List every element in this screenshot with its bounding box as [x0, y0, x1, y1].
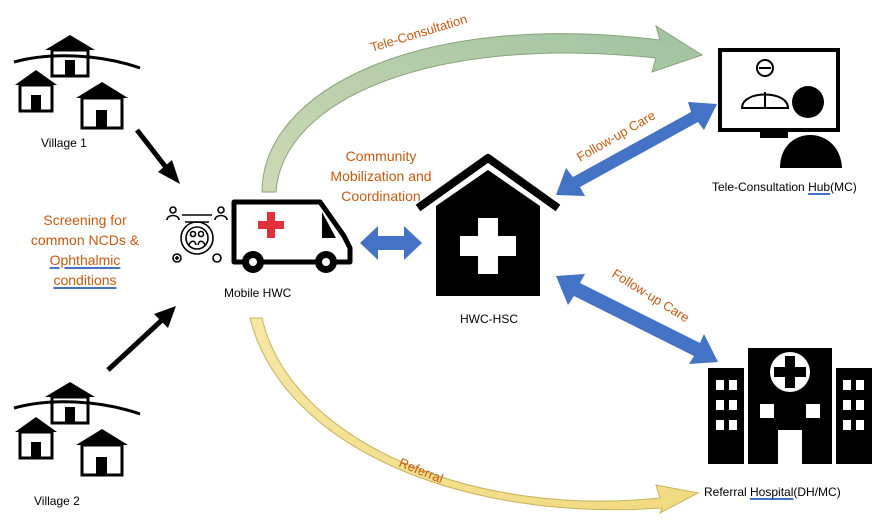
referral-hospital-suffix: (DH/MC) — [793, 485, 841, 499]
hsc-to-tele-arrow — [556, 102, 717, 196]
village2-label: Village 2 — [34, 494, 80, 508]
hospital-icon — [708, 348, 872, 464]
village2-huts-icon — [13, 382, 141, 477]
village1-label: Village 1 — [41, 136, 87, 150]
village1-huts-icon — [13, 35, 141, 130]
community-line-2: Mobilization and — [330, 168, 432, 184]
community-line-1: Community — [345, 148, 417, 164]
community-line-3: Coordination — [341, 188, 421, 204]
village1-arrow — [135, 128, 180, 184]
telemedicine-icon — [718, 48, 842, 168]
tele-hub-word: Hub — [808, 180, 831, 194]
screening-line-3: Ophthalmic — [49, 252, 121, 268]
hwc-hsc-label: HWC-HSC — [460, 312, 518, 326]
mobile-hwc-label: Mobile HWC — [224, 286, 292, 300]
mobile-to-hsc-arrow — [360, 226, 422, 260]
community-people-icon — [166, 206, 228, 263]
screening-line-2: common NCDs & — [30, 232, 140, 248]
ambulance-icon — [231, 199, 353, 273]
tele-consultation-arrow — [261, 24, 704, 193]
referral-label: Referral — [397, 455, 446, 486]
referral-hospital-word: Hospital — [750, 485, 794, 499]
screening-line-1: Screening for — [43, 212, 127, 228]
screening-text: Screening for common NCDs & Ophthalmic c… — [20, 210, 150, 290]
health-center-icon — [415, 154, 561, 296]
referral-hospital-label: Referral Hospital(DH/MC) — [704, 485, 841, 499]
village2-arrow — [106, 306, 176, 372]
community-text: Community Mobilization and Coordination — [316, 146, 446, 206]
tele-hub-suffix: (MC) — [830, 180, 857, 194]
tele-hub-prefix: Tele-Consultation — [712, 180, 809, 194]
referral-hospital-prefix: Referral — [704, 485, 751, 499]
hsc-to-hospital-arrow — [556, 274, 718, 364]
referral-arrow — [249, 317, 700, 515]
screening-line-4: conditions — [53, 272, 117, 288]
tele-hub-label: Tele-Consultation Hub(MC) — [712, 180, 857, 194]
